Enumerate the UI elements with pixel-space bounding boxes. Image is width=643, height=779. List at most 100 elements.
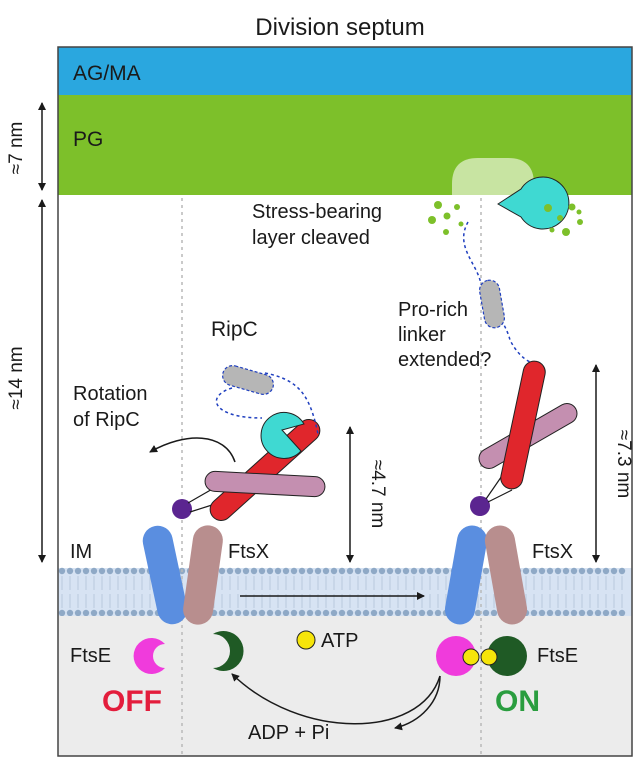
ftsx-helix-blue-off xyxy=(142,525,188,625)
ripc-red-helix-on xyxy=(500,360,546,490)
on-dimension-label: ≈7.3 nm xyxy=(613,430,634,499)
lipid-head xyxy=(394,567,402,575)
ftsx-helix-mauve-off xyxy=(183,525,223,625)
pro-rich-line-1: Pro-rich xyxy=(398,299,468,321)
lipid-head xyxy=(274,567,282,575)
lipid-head xyxy=(538,567,546,575)
lipid-head xyxy=(322,567,330,575)
lipid-head xyxy=(618,567,626,575)
lipid-head xyxy=(218,567,226,575)
lipid-head xyxy=(90,567,98,575)
lipid-head xyxy=(138,609,146,617)
lipid-head xyxy=(546,609,554,617)
lipid-head xyxy=(586,567,594,575)
lipid-head xyxy=(578,567,586,575)
pg-fragment xyxy=(549,227,555,233)
lipid-head xyxy=(594,609,602,617)
ripc-label: RipC xyxy=(211,318,258,341)
lipid-head xyxy=(282,609,290,617)
pg-cleavage-pit xyxy=(452,158,534,196)
off-state-label: OFF xyxy=(102,685,162,718)
ripc-linker-off xyxy=(215,387,263,419)
lipid-head xyxy=(98,567,106,575)
lipid-head xyxy=(530,609,538,617)
ftse-dark-off xyxy=(213,631,244,671)
lipid-head xyxy=(554,609,562,617)
adp-pi-label: ADP + Pi xyxy=(248,722,329,744)
lipid-head xyxy=(362,609,370,617)
lipid-head xyxy=(138,567,146,575)
hydrolysis-return-arrow xyxy=(231,673,441,725)
lipid-head xyxy=(306,609,314,617)
lipid-head xyxy=(490,609,498,617)
lipid-head xyxy=(330,609,338,617)
lipid-head xyxy=(74,609,82,617)
lipid-head xyxy=(274,609,282,617)
anchor-link-on-2 xyxy=(487,489,513,503)
atp-label: ATP xyxy=(321,630,358,652)
ag-ma-label: AG/MA xyxy=(73,62,141,85)
pg-fragment xyxy=(544,204,552,212)
ripc-enzyme-on xyxy=(497,176,570,230)
lipid-head xyxy=(386,609,394,617)
ftse-left-label: FtsE xyxy=(70,645,111,667)
im-label: IM xyxy=(70,541,92,563)
lipid-head xyxy=(130,567,138,575)
off-dimension-label: ≈4.7 nm xyxy=(367,460,388,529)
ftsx-helix-blue-on xyxy=(444,525,488,625)
rotation-line-2: of RipC xyxy=(73,409,140,431)
lipid-head xyxy=(434,609,442,617)
pg-fragment xyxy=(428,216,436,224)
pg-fragment xyxy=(443,229,449,235)
lipid-head xyxy=(66,567,74,575)
ftse-dark-on xyxy=(487,636,527,676)
lipid-head xyxy=(410,567,418,575)
pg-fragment xyxy=(454,204,460,210)
lipid-head xyxy=(554,567,562,575)
lipid-head xyxy=(586,609,594,617)
lipid-head xyxy=(522,567,530,575)
lipid-head xyxy=(610,609,618,617)
periplasm xyxy=(58,195,632,568)
lipid-head xyxy=(362,567,370,575)
lipid-head xyxy=(402,567,410,575)
lipid-head xyxy=(578,609,586,617)
lipid-head xyxy=(378,567,386,575)
lipid-head xyxy=(314,567,322,575)
lipid-head xyxy=(610,567,618,575)
ftse-magenta-off xyxy=(133,637,165,674)
lipid-head xyxy=(90,609,98,617)
lipid-head xyxy=(562,567,570,575)
lipid-head xyxy=(370,567,378,575)
lipid-head xyxy=(442,567,450,575)
lipid-head xyxy=(242,609,250,617)
lipid-head xyxy=(602,567,610,575)
lipid-head xyxy=(354,609,362,617)
lipid-head xyxy=(250,567,258,575)
pg-fragment xyxy=(576,209,582,215)
lipid-head xyxy=(282,567,290,575)
ripc-capsule-off xyxy=(222,364,274,396)
ftse-right-label: FtsE xyxy=(537,645,578,667)
lipid-head xyxy=(618,609,626,617)
lipid-head xyxy=(226,609,234,617)
membrane-core xyxy=(58,568,632,616)
atp-free xyxy=(296,630,316,650)
septum-frame xyxy=(57,46,633,757)
lipid-head xyxy=(354,567,362,575)
lipid-head xyxy=(122,567,130,575)
ripc-capsule-on xyxy=(478,279,506,329)
lipid-head xyxy=(394,609,402,617)
periplasm-dimension-label: ≈14 nm xyxy=(6,346,27,409)
lipid-head xyxy=(346,567,354,575)
lipid-head xyxy=(298,567,306,575)
rotation-arrow xyxy=(149,437,236,463)
stress-bearing-line-1: Stress-bearing xyxy=(252,201,382,223)
lipid-head xyxy=(114,567,122,575)
lipid-head xyxy=(234,609,242,617)
stress-bearing-line-2: layer cleaved xyxy=(252,227,370,249)
lipid-head xyxy=(314,609,322,617)
atp-bound-2 xyxy=(480,648,498,666)
